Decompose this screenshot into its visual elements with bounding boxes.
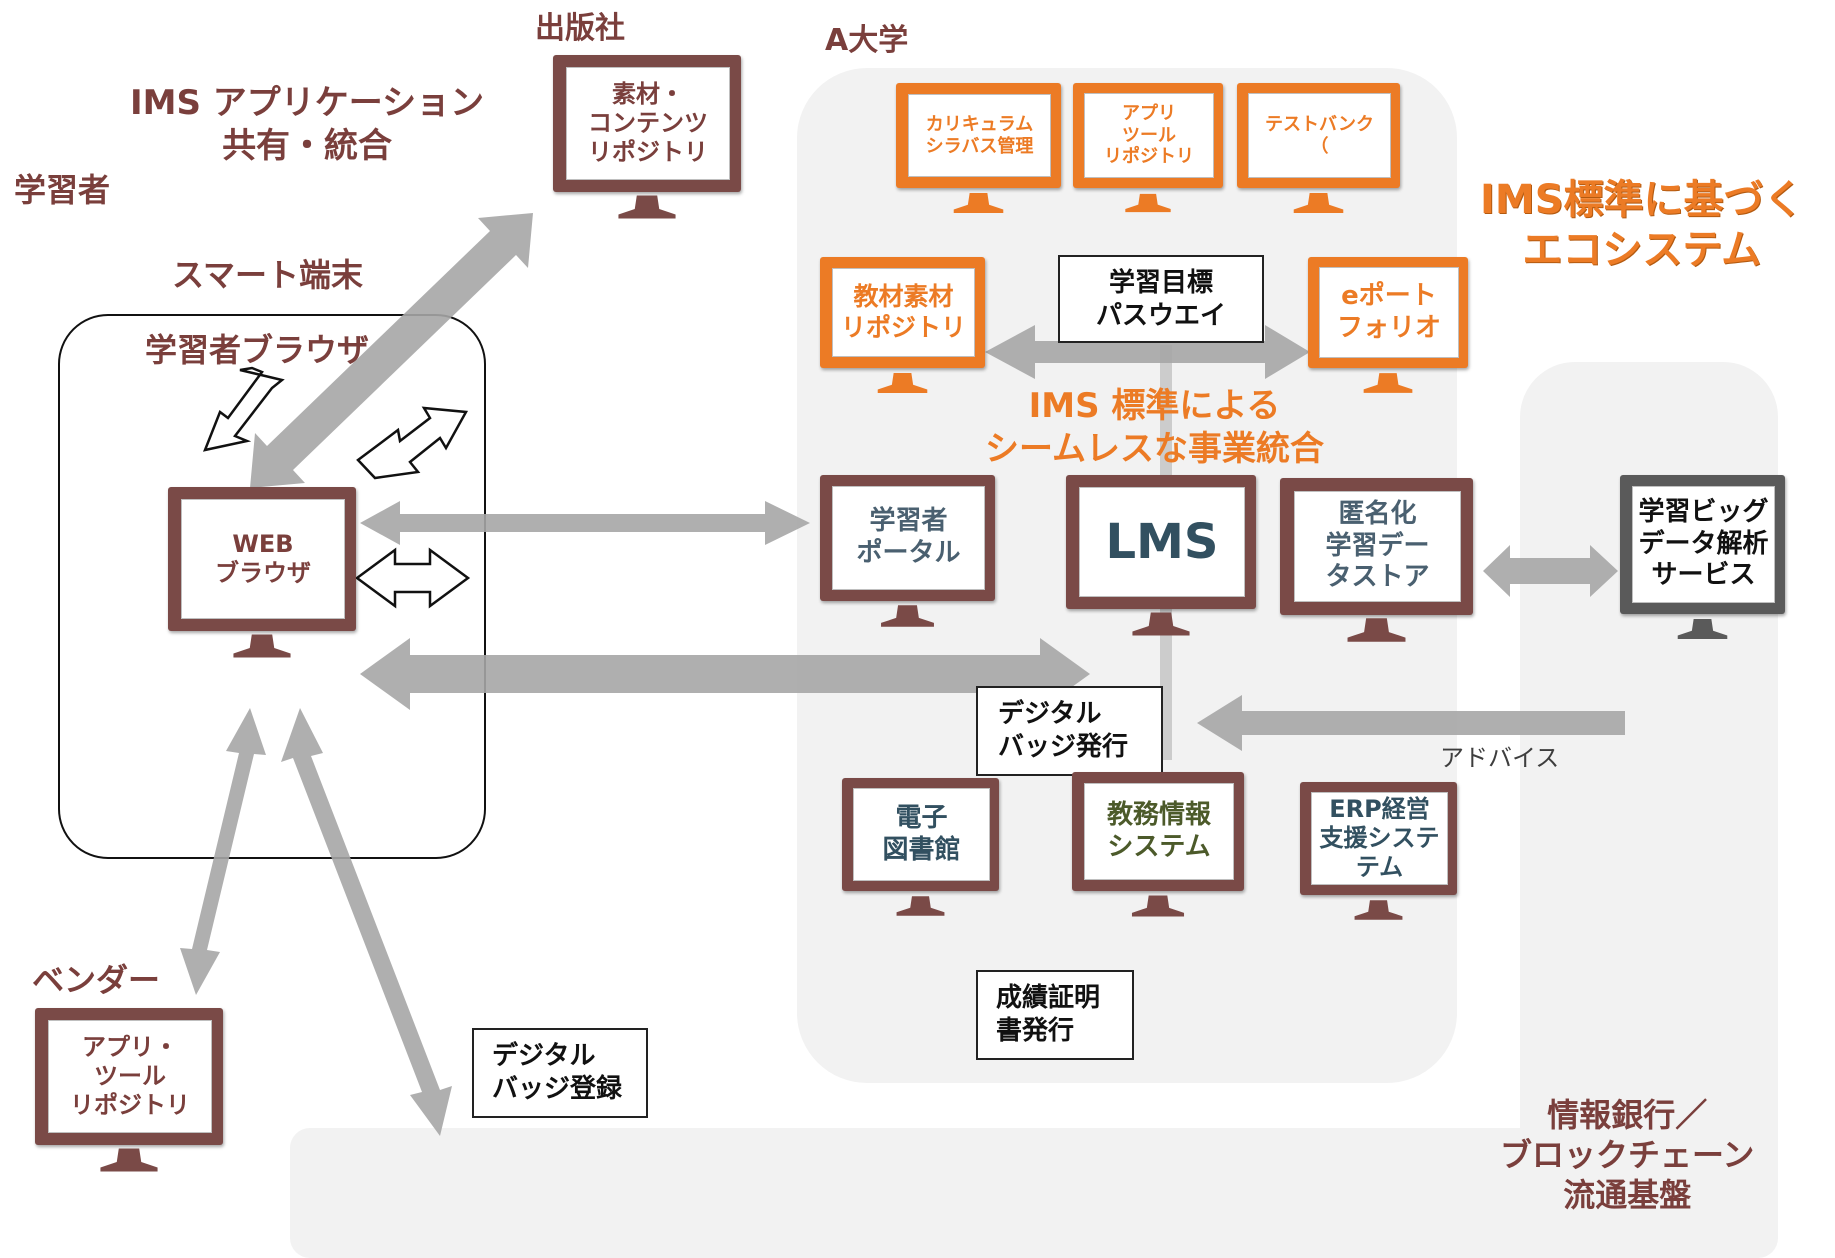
- monitor-screen-label: 学習ビッグ データ解析 サービス: [1632, 486, 1775, 603]
- smart-device-frame: [58, 314, 486, 859]
- monitor-stand: [613, 190, 681, 228]
- monitor-academic-affairs: 教務情報 システム: [1072, 772, 1244, 954]
- monitor-screen-label: WEB ブラウザ: [181, 499, 345, 619]
- advice-label: アドバイス: [1440, 744, 1560, 772]
- monitor-screen-label: ERP経営 支援システ テム: [1311, 792, 1448, 885]
- monitor-frame: 学習者 ポータル: [820, 475, 995, 601]
- monitor-screen-label: LMS: [1079, 487, 1245, 597]
- monitor-frame: WEB ブラウザ: [168, 487, 356, 631]
- monitor-stand: [1121, 186, 1175, 224]
- digital-badge-register-box: デジタル バッジ登録: [472, 1028, 648, 1118]
- monitor-frame: ERP経営 支援システ テム: [1300, 782, 1457, 895]
- monitor-web-browser: WEB ブラウザ: [168, 487, 356, 702]
- monitor-screen-label: テストバンク （: [1248, 93, 1391, 178]
- monitor-learner-portal: 学習者 ポータル: [820, 475, 995, 667]
- seamless-integration-label: IMS 標準による シームレスな事業統合: [985, 386, 1324, 469]
- monitor-stand: [228, 629, 296, 667]
- arrow-advice: [1197, 695, 1625, 751]
- monitor-frame: アプリ・ ツール リポジトリ: [35, 1008, 223, 1145]
- monitor-screen-label: eポート フォリオ: [1319, 267, 1459, 358]
- monitor-frame: 匿名化 学習デー タストア: [1280, 478, 1473, 615]
- monitor-frame: 教務情報 システム: [1072, 772, 1244, 891]
- monitor-app-tool-repository-univ: アプリ ツール リポジトリ: [1073, 83, 1223, 248]
- monitor-frame: アプリ ツール リポジトリ: [1073, 83, 1223, 188]
- learner-label: 学習者: [14, 171, 111, 209]
- monitor-stand: [876, 599, 939, 637]
- monitor-screen-label: 教材素材 リポジトリ: [832, 268, 975, 357]
- monitor-frame: LMS: [1066, 475, 1256, 609]
- arrow-store-bigdata: [1483, 545, 1618, 597]
- digital-badge-issue-box: デジタル バッジ発行: [976, 686, 1163, 776]
- monitor-stand: [1342, 613, 1411, 651]
- monitor-screen-label: アプリ・ ツール リポジトリ: [48, 1020, 212, 1133]
- arrow-publisher-browser: [250, 213, 533, 488]
- monitor-screen-label: 電子 図書館: [853, 788, 990, 881]
- monitor-erp: ERP経営 支援システ テム: [1300, 782, 1457, 957]
- ims-ecosystem-label: IMS標準に基づく エコシステム: [1480, 177, 1804, 273]
- monitor-stand: [95, 1143, 163, 1181]
- outline-arrow-1: [202, 366, 285, 452]
- monitor-stand: [1127, 889, 1189, 927]
- monitor-frame: テストバンク （: [1237, 83, 1400, 188]
- monitor-stand: [949, 186, 1008, 224]
- vendor-label: ベンダー: [32, 961, 161, 999]
- monitor-stand: [1673, 612, 1732, 650]
- monitor-screen-label: カリキュラム シラバス管理: [908, 94, 1051, 177]
- monitor-e-library: 電子 図書館: [842, 778, 999, 953]
- monitor-lms: LMS: [1066, 475, 1256, 677]
- monitor-frame: 電子 図書館: [842, 778, 999, 891]
- ims-app-share-label: IMS アプリケーション 共有・統合: [130, 83, 485, 166]
- learning-goal-pathway-box: 学習目標 パスウエイ: [1058, 255, 1264, 343]
- info-bank-label: 情報銀行／ ブロックチェーン 流通基盤: [1500, 1096, 1755, 1214]
- monitor-vendor-repository: アプリ・ ツール リポジトリ: [35, 1008, 223, 1213]
- arrow-browser-lms: [360, 638, 1090, 710]
- monitor-anonymized-store: 匿名化 学習デー タストア: [1280, 478, 1473, 683]
- monitor-screen-label: 匿名化 学習デー タストア: [1294, 491, 1461, 602]
- monitor-content-repository: 素材・ コンテンツ リポジトリ: [553, 55, 741, 260]
- outline-arrow-3: [354, 547, 471, 609]
- smart-device-label: スマート端末: [172, 256, 364, 294]
- arrow-vendor-browser: [180, 708, 266, 995]
- monitor-teaching-material-repository: 教材素材 リポジトリ: [820, 257, 985, 429]
- monitor-frame: 素材・ コンテンツ リポジトリ: [553, 55, 741, 192]
- monitor-frame: eポート フォリオ: [1308, 257, 1468, 368]
- a-university-label: A大学: [825, 23, 909, 58]
- monitor-frame: 学習ビッグ データ解析 サービス: [1620, 475, 1785, 614]
- monitor-big-data-service: 学習ビッグ データ解析 サービス: [1620, 475, 1785, 683]
- monitor-screen-label: 学習者 ポータル: [832, 486, 985, 590]
- infobank-panel: [290, 1128, 1778, 1258]
- monitor-stand: [1359, 366, 1417, 404]
- monitor-stand: [1289, 186, 1348, 224]
- transcript-issue-box: 成績証明 書発行: [976, 970, 1134, 1060]
- monitor-test-bank: テストバンク （: [1237, 83, 1400, 248]
- monitor-eportfolio: eポート フォリオ: [1308, 257, 1468, 429]
- monitor-frame: 教材素材 リポジトリ: [820, 257, 985, 368]
- monitor-screen-label: 教務情報 システム: [1084, 783, 1234, 880]
- monitor-stand: [1350, 893, 1407, 931]
- arrow-material-eportfolio: [985, 325, 1310, 379]
- arrow-browser-portal: [360, 501, 810, 545]
- monitor-screen-label: 素材・ コンテンツ リポジトリ: [566, 67, 730, 180]
- outline-arrow-2: [356, 406, 469, 480]
- publisher-label: 出版社: [535, 11, 625, 46]
- monitor-screen-label: アプリ ツール リポジトリ: [1084, 93, 1214, 178]
- monitor-frame: カリキュラム シラバス管理: [896, 83, 1061, 188]
- monitor-curriculum-syllabus: カリキュラム シラバス管理: [896, 83, 1061, 248]
- learner-browser-label: 学習者ブラウザ: [145, 331, 370, 369]
- monitor-stand: [873, 366, 932, 404]
- arrow-badge-browser: [281, 708, 452, 1136]
- monitor-stand: [892, 889, 949, 927]
- monitor-stand: [1127, 607, 1195, 645]
